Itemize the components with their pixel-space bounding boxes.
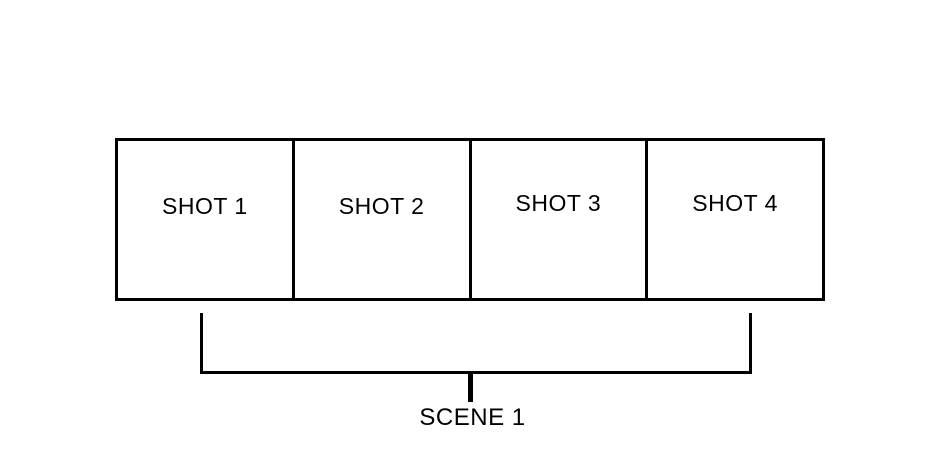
shot-2-label: SHOT 2 — [338, 193, 425, 219]
shot-box-2: SHOT 2 — [291, 141, 469, 298]
shot-box-4: SHOT 4 — [645, 141, 822, 298]
shot-4-label: SHOT 4 — [692, 190, 778, 216]
shot-3-label: SHOT 3 — [515, 190, 602, 216]
shot-box-1: SHOT 1 — [118, 141, 292, 298]
shot-row: SHOT 1 SHOT 2 SHOT 3 SHOT 4 — [115, 138, 825, 301]
scene-bracket-stem — [468, 374, 473, 402]
shot-1-label: SHOT 1 — [162, 193, 248, 219]
shot-box-3: SHOT 3 — [468, 141, 646, 298]
scene-label: SCENE 1 — [419, 404, 526, 431]
scene-bracket — [200, 313, 752, 374]
